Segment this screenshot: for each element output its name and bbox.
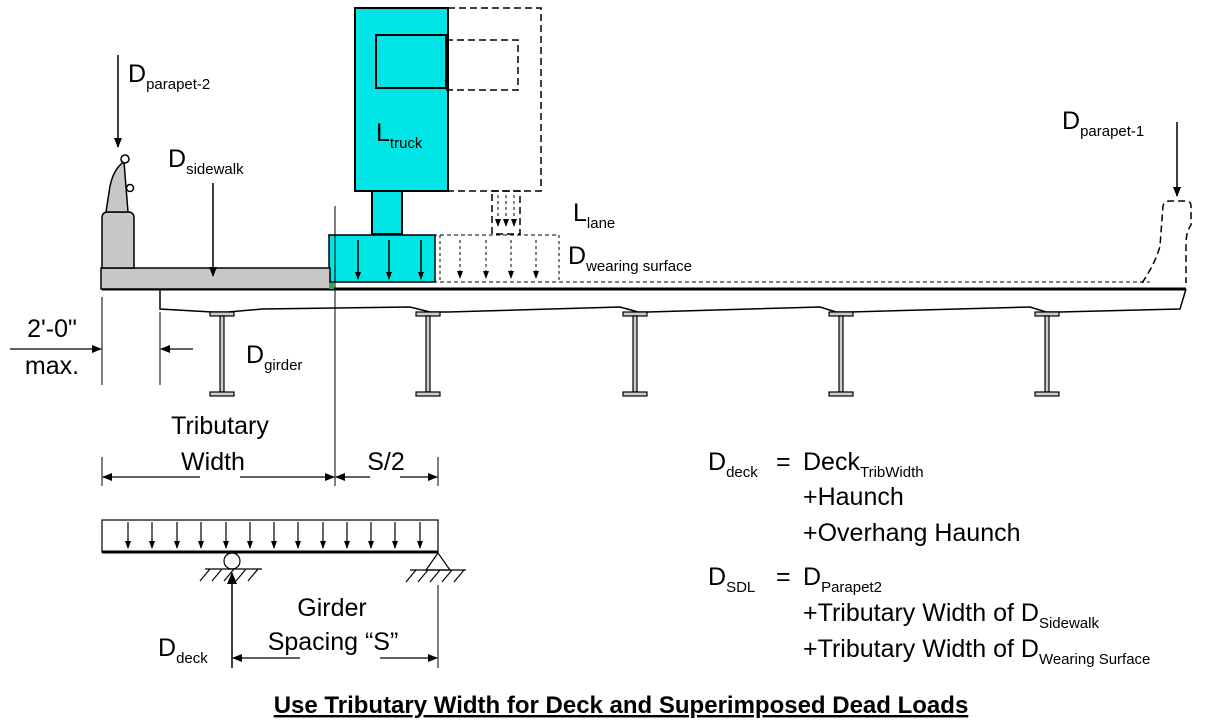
pin-support [405, 551, 466, 583]
svg-text:=: = [776, 563, 791, 591]
parapet-1-outline [1141, 200, 1192, 284]
truck-body [354, 7, 449, 192]
label-tributary-line-1: Tributary [171, 412, 269, 440]
svg-text:DeckTribWidth: DeckTribWidth [803, 448, 924, 481]
label-tributary-line-2: Width [181, 448, 245, 476]
lane-load-arrows-dashed [439, 195, 560, 282]
label-parapet-1: Dparapet-1 [1062, 107, 1144, 140]
truck-load-block [328, 234, 436, 283]
equation-deck: Ddeck = DeckTribWidth +Haunch +Overhang … [708, 448, 1021, 547]
label-half-spacing: S/2 [367, 448, 405, 476]
svg-text:DParapet2: DParapet2 [803, 563, 882, 596]
girder-4 [828, 311, 854, 397]
girder-1 [209, 311, 235, 397]
girder-3 [622, 311, 648, 397]
label-girder: Dgirder [246, 341, 302, 374]
truck-load-arrows [355, 240, 424, 280]
svg-text:Ddeck: Ddeck [708, 448, 758, 481]
label-overhang-line-2: max. [25, 352, 79, 380]
girder-5 [1034, 311, 1060, 397]
svg-text:+Overhang Haunch: +Overhang Haunch [803, 519, 1021, 547]
svg-text:DSDL: DSDL [708, 563, 755, 596]
label-overhang-line-1: 2'-0" [27, 315, 77, 343]
truck-cab-window [375, 34, 447, 89]
label-lane: Llane [573, 199, 615, 232]
label-spacing-line-1: Girder [297, 594, 366, 622]
deck-bottom [159, 288, 1187, 313]
svg-text:+Tributary Width of DSidewalk: +Tributary Width of DSidewalk [803, 599, 1099, 632]
label-truck: Ltruck [376, 119, 423, 152]
parapet-2-shape [101, 154, 135, 269]
label-deck-reaction: Ddeck [158, 634, 208, 667]
label-spacing-line-2: Spacing “S” [268, 628, 399, 656]
truck-axle [371, 190, 403, 235]
label-parapet-2: Dparapet-2 [128, 60, 210, 93]
label-sidewalk: Dsidewalk [168, 145, 244, 178]
girders [209, 311, 1060, 397]
beam-model-load-arrows [125, 522, 423, 549]
roller-support [199, 552, 262, 582]
svg-text:+Tributary Width of DWearing S: +Tributary Width of DWearing Surface [803, 635, 1150, 668]
svg-text:+Haunch: +Haunch [803, 483, 904, 511]
truck-outline-dashed [446, 7, 542, 235]
girder-2 [415, 311, 441, 397]
joint-marker [329, 283, 334, 289]
label-wearing-surface: Dwearing surface [568, 242, 692, 275]
equation-sdl: DSDL = DParapet2 +Tributary Width of DSi… [708, 563, 1150, 668]
svg-text:=: = [776, 448, 791, 476]
sidewalk-slab [100, 267, 331, 290]
caption: Use Tributary Width for Deck and Superim… [274, 692, 969, 719]
